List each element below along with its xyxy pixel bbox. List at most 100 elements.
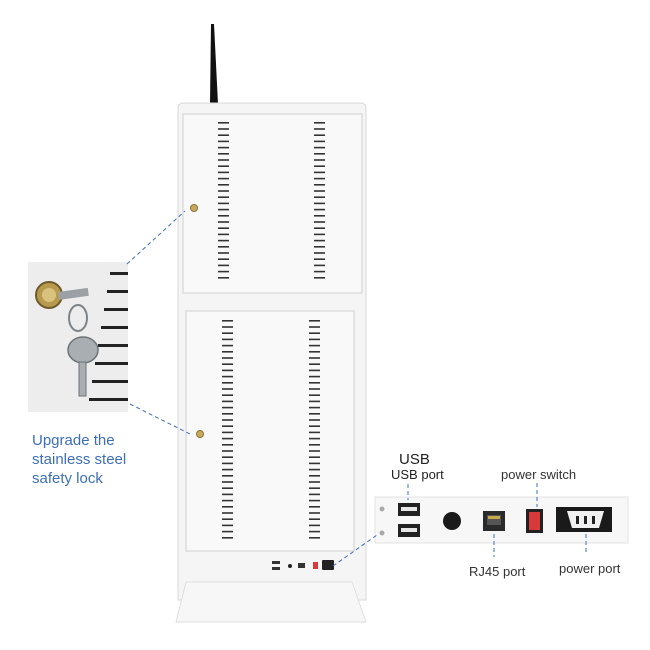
vent-slit [314,134,325,136]
vent-slit [309,512,320,514]
vent-slit [314,239,325,242]
vent-slit [314,177,325,180]
lock-detail-photo [28,262,128,412]
vent-slit [218,239,229,242]
vent-slit [309,481,320,483]
vent-slit [309,444,320,446]
vent-slit [314,122,325,124]
vent-slit [222,512,233,514]
vent-slit [222,456,233,458]
vent-slit [218,246,229,248]
vent-slit [222,518,233,520]
vent-slit [222,369,233,372]
vent-slit [309,425,320,427]
vent-slit [222,468,233,471]
vent-slit [309,375,320,378]
vent-slit [314,215,325,217]
kiosk-port-strip [272,560,334,570]
vent-slit [218,196,229,198]
vent-slit [222,431,233,434]
vent-slit [314,140,325,143]
vent-slit [314,277,325,279]
vent-slit [222,394,233,396]
vent-slit [218,233,229,236]
vent-slit [309,394,320,396]
vent-slit [218,215,229,217]
vent-slit [314,171,325,174]
vent-slit [222,524,233,527]
usb-title-label: USB [399,451,430,468]
vent-slit [309,506,320,508]
vent-slit [222,363,233,365]
vent-slit [218,202,229,205]
vent-slit [222,493,233,496]
vent-slit [314,165,325,167]
vent-slit [309,493,320,496]
vent-slit [314,233,325,236]
vent-slit [309,326,320,328]
vent-slit [309,456,320,458]
vent-slit [309,413,320,415]
vent-slit [222,450,233,452]
vent-slit [222,437,233,440]
upper-lock-icon [190,204,198,212]
vent-slit [218,252,229,254]
vent-slit [309,437,320,440]
vent-slit [314,221,325,223]
vent-slit [218,128,229,130]
vent-slit [218,208,229,211]
vent-slit [218,153,229,155]
vent-slit [309,419,320,421]
vent-slit [222,487,233,489]
vent-slit [314,227,325,229]
vent-slit [222,481,233,483]
antenna-icon [210,24,218,104]
vent-slit [218,159,229,161]
vent-slit [222,419,233,421]
vent-slit [309,499,320,502]
vent-slit [222,344,233,347]
vent-slit [218,140,229,143]
vent-slit [314,246,325,248]
vent-slit [314,190,325,192]
caption-line: stainless steel [32,451,127,468]
vent-slit [222,406,233,409]
vent-slit [218,264,229,267]
vent-slit [222,413,233,415]
vent-slit [218,184,229,186]
vent-slit [222,332,233,334]
vent-slit [218,146,229,149]
vent-slit [314,146,325,149]
vent-slit [309,400,320,403]
vent-slit [314,159,325,161]
vent-slit [218,171,229,174]
usb-port-icon [398,503,420,537]
vent-slit [309,320,320,322]
vent-slit [314,202,325,205]
vent-slit [314,264,325,267]
caption-line: safety lock [32,470,103,487]
vent-slit [222,375,233,378]
vent-slit [222,357,233,359]
vent-slit [309,518,320,520]
vent-slit [218,134,229,136]
vent-slit [309,382,320,384]
vent-slit [222,382,233,384]
vent-slit [314,128,325,130]
vent-slit [222,530,233,533]
vent-slit [222,425,233,427]
vent-slit [222,506,233,508]
vent-slit [309,351,320,353]
vent-slit [309,431,320,434]
vent-slit [309,363,320,365]
power-port-icon [556,507,612,532]
vent-slit [218,227,229,229]
power-port-label: power port [559,561,621,576]
rj45-port-icon [483,511,505,531]
vent-slit [222,475,233,477]
vent-slit [222,388,233,390]
vent-slit [309,406,320,409]
vent-slit [309,530,320,533]
power-switch-icon [526,509,543,533]
